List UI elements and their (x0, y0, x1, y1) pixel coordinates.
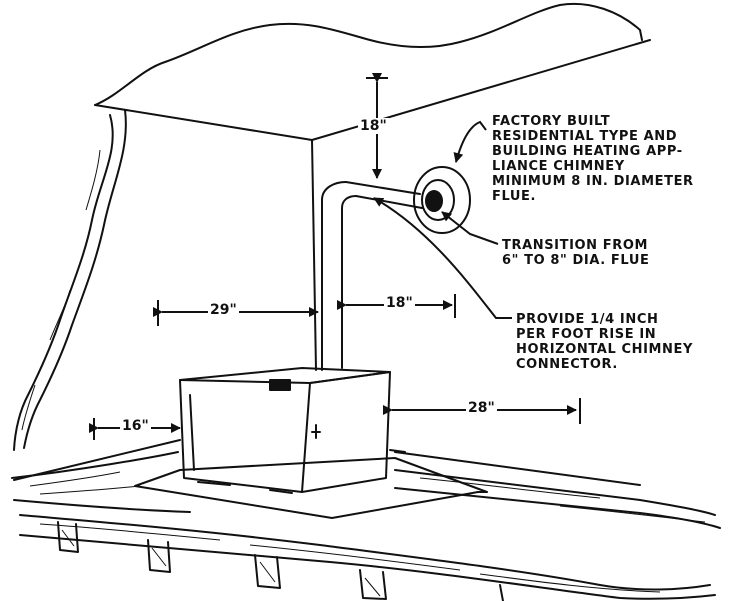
heater-handle (311, 424, 321, 439)
ceiling-edge (94, 2, 643, 106)
flue-pipe-left (321, 181, 347, 371)
rise-callout-line: HORIZONTAL CHIMNEY (516, 342, 694, 357)
rise-callout-line: PROVIDE 1/4 INCH (516, 312, 659, 327)
joist-2 (147, 539, 171, 573)
floor-board-left (11, 451, 179, 479)
dimension-side-to-heater: 16" (120, 418, 151, 434)
left-wall-torn-edge (13, 114, 114, 451)
rise-callout-line: CONNECTOR. (516, 357, 618, 372)
floor-protector-pad (134, 457, 488, 519)
floor-board-front (19, 514, 711, 591)
leader-chimney (453, 120, 487, 163)
transition-callout-line: TRANSITION FROM (502, 238, 649, 253)
rise-callout: PROVIDE 1/4 INCH PER FOOT RISE IN HORIZO… (516, 312, 693, 372)
chimney-callout-line: RESIDENTIAL TYPE AND (492, 129, 678, 144)
leader-rise (373, 197, 512, 319)
transition-callout-line: 6" TO 8" DIA. FLUE (502, 253, 650, 268)
heater-front (301, 371, 391, 493)
wall-corner (311, 139, 317, 371)
heater-control-panel (269, 379, 291, 391)
heater-left-side (179, 379, 311, 493)
chimney-callout-line: LIANCE CHIMNEY (492, 159, 625, 174)
floor-wall-line (394, 451, 641, 486)
rise-callout-line: PER FOOT RISE IN (516, 327, 657, 342)
chimney-callout-line: BUILDING HEATING APP- (492, 144, 683, 159)
joist-1 (57, 521, 79, 553)
flue-pipe-right (341, 195, 357, 369)
chimney-callout: FACTORY BUILT RESIDENTIAL TYPE AND BUILD… (492, 114, 694, 204)
chimney-callout-line: FLUE. (492, 189, 537, 204)
chimney-callout-line: MINIMUM 8 IN. DIAMETER (492, 174, 694, 189)
chimney-callout-line: FACTORY BUILT (492, 114, 611, 129)
joist-4 (359, 569, 387, 600)
dimension-above-connector: 18" (358, 118, 389, 134)
transition-callout: TRANSITION FROM 6" TO 8" DIA. FLUE (502, 238, 649, 268)
dimension-wall-to-flue: 29" (208, 302, 239, 318)
joist-3 (254, 554, 281, 589)
connector-bottom (355, 195, 423, 209)
dimension-flue-to-wall: 18" (384, 295, 415, 311)
connector-top (345, 181, 421, 195)
dimension-heater-to-front: 28" (466, 400, 497, 416)
joist-5 (499, 584, 504, 601)
chimney-thimble-outer (413, 166, 471, 234)
leader-transition (441, 211, 499, 245)
